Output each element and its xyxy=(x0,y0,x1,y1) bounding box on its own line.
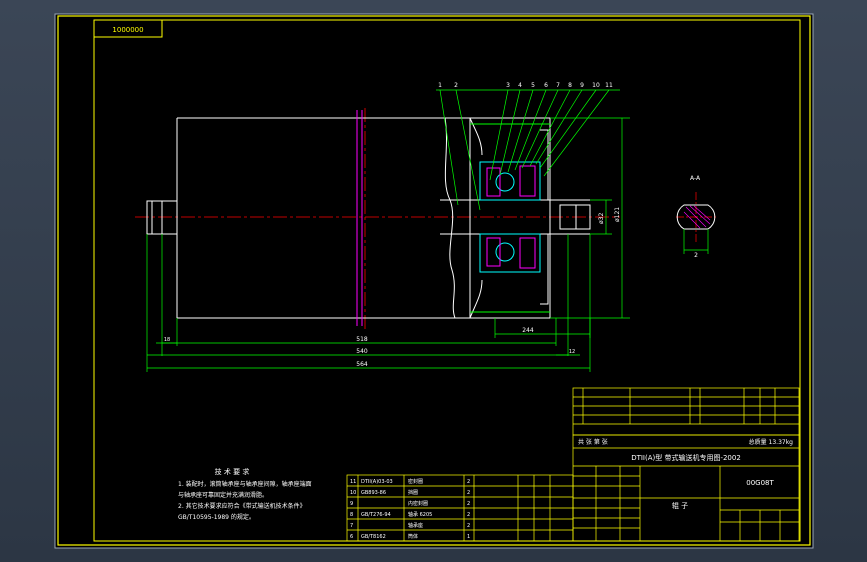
bom-cell: 7 xyxy=(350,523,353,529)
bom-rows: 11 DTII(A)03-03 密封圈 2 10 GB893-86 挡圈 2 9… xyxy=(350,478,470,540)
leader-label: 4 xyxy=(518,82,522,89)
bom-cell: 6 xyxy=(350,534,353,540)
shaft xyxy=(146,199,591,235)
title-tag: 1000000 xyxy=(112,26,143,34)
leader-label: 10 xyxy=(592,82,600,89)
bom-cell: 10 xyxy=(350,490,356,496)
outer-frame xyxy=(57,15,811,546)
leader-label: 5 xyxy=(531,82,535,89)
dim-overall-3: 564 xyxy=(356,361,368,368)
title-tag-box xyxy=(93,19,163,38)
section-view: A-A 2 xyxy=(676,175,716,259)
title-block-drawing-no: 00G08T xyxy=(746,479,774,487)
dim-phi-small: ø32 xyxy=(598,213,605,224)
bom-cell: 轴承座 xyxy=(408,522,423,529)
notes-line: 1. 装配时，滚筒轴承座与轴承座间隙，轴承座端面 xyxy=(178,480,312,488)
section-label: A-A xyxy=(690,175,701,182)
dim-right-small: 12 xyxy=(569,349,575,355)
bom-cell: DTII(A)03-03 xyxy=(361,479,393,485)
vertical-dimensions xyxy=(550,117,630,319)
notes-line: GB/T10595-1989 的规定。 xyxy=(178,513,255,521)
leader-lines xyxy=(436,89,620,211)
bearing-housing xyxy=(469,117,551,319)
bom-cell: 2 xyxy=(467,512,470,518)
bom-cell: GB893-86 xyxy=(361,490,386,496)
bom-cell: 内密封圈 xyxy=(408,500,428,507)
title-block-part-name: 辊 子 xyxy=(672,501,688,510)
bom-cell: GB/T8162 xyxy=(361,534,386,540)
bom-cell: 11 xyxy=(350,479,356,485)
bom-cell: 筒体 xyxy=(408,533,418,540)
dim-shaft-right: 244 xyxy=(522,327,534,334)
notes-line: 与轴承座可靠固定并充满润滑脂。 xyxy=(178,491,268,499)
horizontal-dimensions xyxy=(146,234,591,372)
bom-cell: 挡圈 xyxy=(408,489,418,496)
leader-labels: 1 2 3 4 5 6 7 8 9 10 11 xyxy=(438,82,613,89)
leader-label: 6 xyxy=(544,82,548,89)
bom-cell: 2 xyxy=(467,501,470,507)
bom-cell: 密封圈 xyxy=(408,478,423,485)
section-dim: 2 xyxy=(694,252,698,259)
title-block-left-note: 共 张 第 张 xyxy=(578,438,608,446)
leader-label: 7 xyxy=(556,82,560,89)
leader-label: 3 xyxy=(506,82,510,89)
notes-line: 2. 其它技术要求应符合《带式输送机技术条件》 xyxy=(178,502,306,510)
dim-phi-large: ø121 xyxy=(614,207,621,222)
dim-overall-1: 518 xyxy=(356,336,368,343)
leader-label: 1 xyxy=(438,82,442,89)
bom-cell: 1 xyxy=(467,534,470,540)
drawing-sheet[interactable] xyxy=(54,13,814,549)
bom-table-lower xyxy=(346,474,574,542)
leader-label: 9 xyxy=(580,82,584,89)
leader-label: 8 xyxy=(568,82,572,89)
leader-label: 2 xyxy=(454,82,458,89)
dim-left-small: 18 xyxy=(164,337,170,343)
bom-cell: GB/T276-94 xyxy=(361,512,391,518)
bom-cell: 2 xyxy=(467,523,470,529)
notes-heading: 技 术 要 求 xyxy=(215,467,250,476)
title-block-series: DTII(A)型 带式输送机专用图-2002 xyxy=(631,453,741,462)
bom-cell: 8 xyxy=(350,512,353,518)
bom-table-upper xyxy=(572,387,800,436)
bom-cell: 轴承 6205 xyxy=(408,511,432,518)
title-block-weight: 总质量 13.37kg xyxy=(749,438,794,446)
dim-overall-2: 540 xyxy=(356,348,368,355)
technical-notes: 技 术 要 求 1. 装配时，滚筒轴承座与轴承座间隙，轴承座端面 与轴承座可靠固… xyxy=(178,467,312,521)
bom-cell: 2 xyxy=(467,490,470,496)
bom-cell: 2 xyxy=(467,479,470,485)
leader-label: 11 xyxy=(605,82,613,89)
bom-cell: 9 xyxy=(350,501,353,507)
